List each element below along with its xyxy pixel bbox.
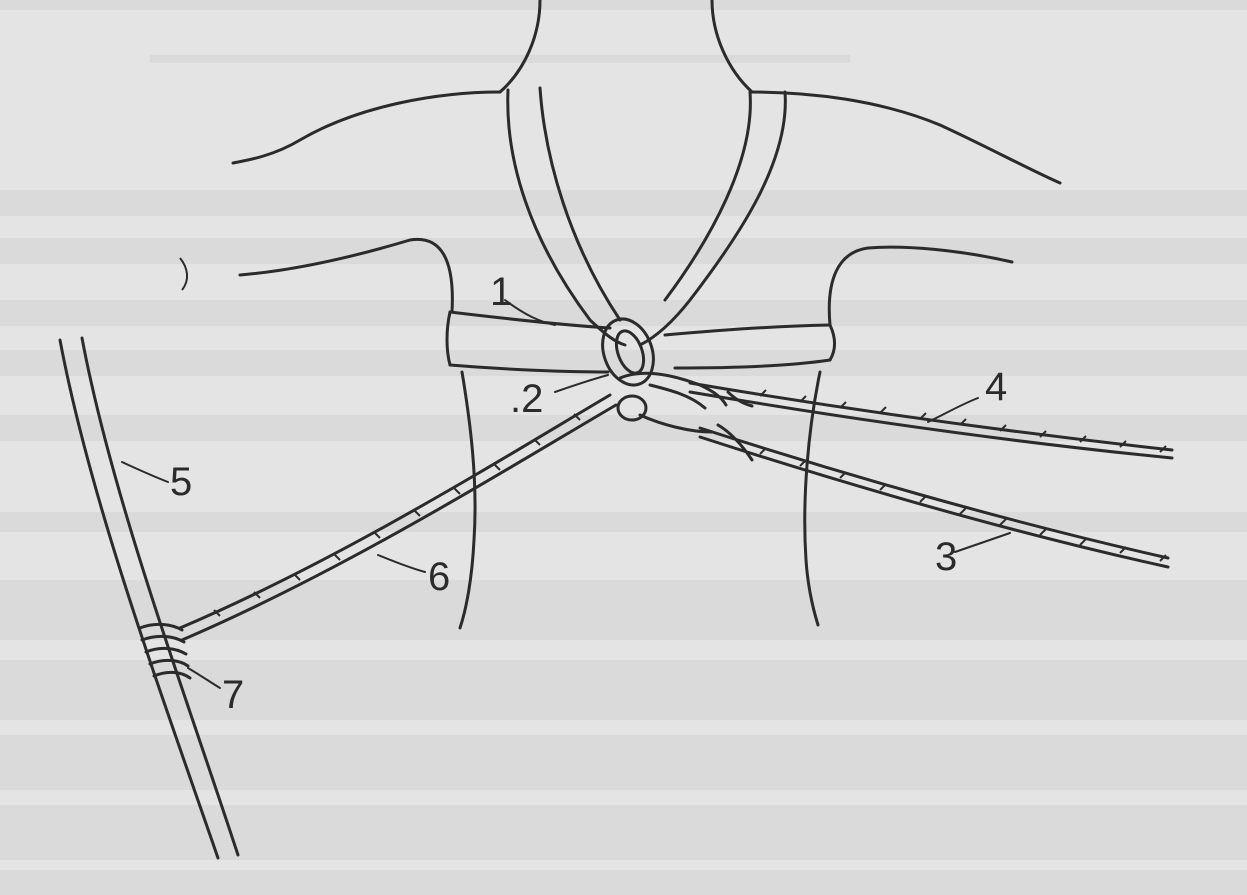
neck-outline-right	[712, 0, 752, 92]
callout-5: 5	[170, 460, 192, 504]
chest-band-left-cap	[447, 312, 450, 365]
callout-3: 3	[935, 535, 957, 579]
rope-3-upper-edge	[700, 428, 1168, 558]
callout-4: 4	[985, 365, 1007, 409]
left-shoulder-outline	[233, 92, 500, 163]
leader-line-6	[378, 555, 425, 572]
chest-band-top-right	[665, 325, 830, 335]
stake-knot-wrap-3	[146, 648, 186, 654]
rope-3-lower-edge	[700, 437, 1168, 567]
knot-wrap-1	[620, 373, 726, 405]
callout-7: 7	[222, 673, 244, 717]
leader-line-3	[955, 533, 1010, 552]
callout-2: .2	[510, 377, 543, 421]
callout-1: 1	[490, 270, 512, 314]
right-shoulder-outline	[752, 92, 1060, 183]
leader-line-2	[555, 375, 608, 392]
knot-wrap-2	[650, 385, 705, 408]
callout-6: 6	[428, 555, 450, 599]
neck-outline-left	[500, 0, 540, 92]
leader-line-5	[122, 462, 168, 482]
